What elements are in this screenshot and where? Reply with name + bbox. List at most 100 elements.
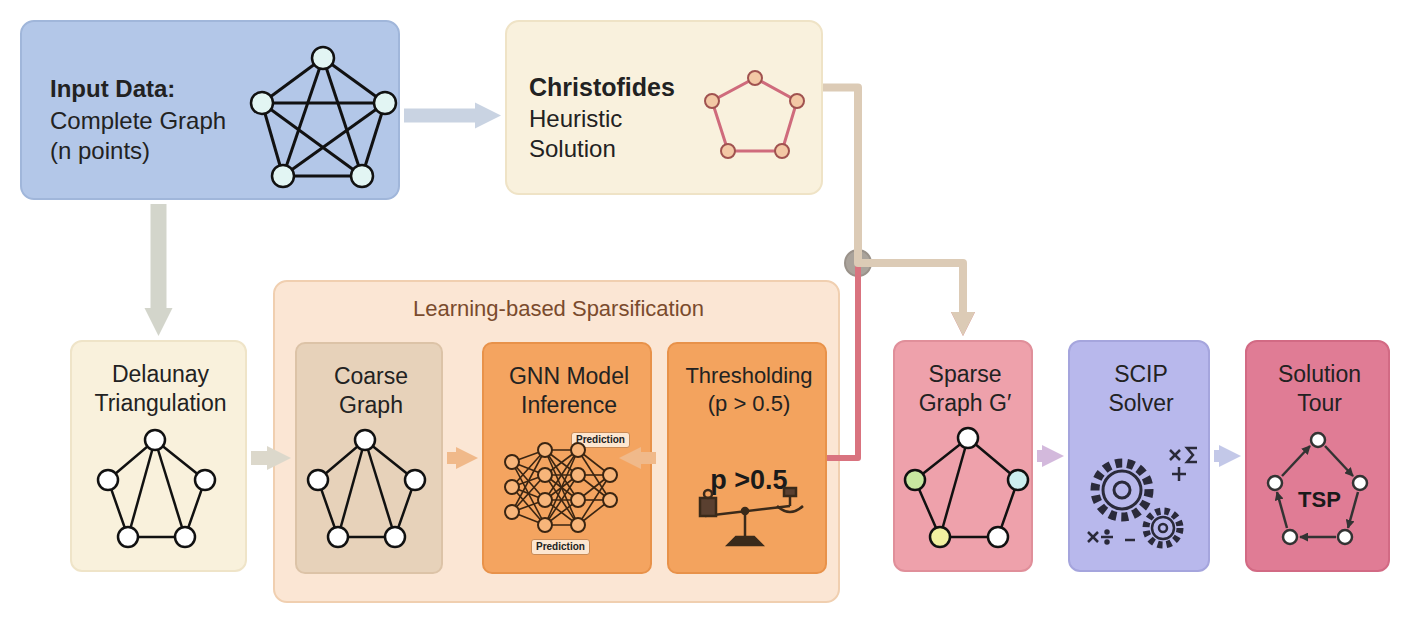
flow-arrow xyxy=(827,263,963,458)
network-neuron xyxy=(538,493,552,507)
icon-part xyxy=(351,165,373,187)
icon-part xyxy=(784,488,796,496)
icon-part xyxy=(338,440,365,537)
network-neuron xyxy=(505,480,519,494)
network-link xyxy=(545,474,578,476)
icon-part xyxy=(1268,476,1282,490)
network-neuron xyxy=(571,493,585,507)
node-detail: TSP xyxy=(1247,486,1392,514)
icon-part xyxy=(362,103,385,176)
network-link xyxy=(578,450,610,475)
icon-part xyxy=(742,508,748,514)
network-link xyxy=(512,487,545,500)
node-label: Input Data: xyxy=(50,74,270,104)
node-detail: Heuristic Solution xyxy=(529,104,659,164)
network-link xyxy=(545,475,578,525)
icon-part xyxy=(262,103,362,176)
icon-part xyxy=(272,165,294,187)
network-link xyxy=(545,499,578,501)
icon-part xyxy=(251,92,273,114)
network-link xyxy=(512,462,545,500)
icon-part xyxy=(308,470,328,490)
sparse-graph-icon xyxy=(905,428,1028,547)
icon-part xyxy=(705,71,804,158)
icon-part xyxy=(195,470,215,490)
network-link xyxy=(512,462,545,475)
network-neuron xyxy=(505,455,519,469)
icon-part xyxy=(1106,541,1109,544)
icon-part xyxy=(323,58,385,103)
icon-part xyxy=(1178,467,1181,481)
network-link xyxy=(545,450,578,525)
icon-part xyxy=(744,512,747,540)
prediction-tag: Prediction xyxy=(571,432,630,448)
process-box: Delaunay Triangulation xyxy=(70,340,247,572)
icon-part xyxy=(1106,531,1109,534)
icon-part xyxy=(940,438,968,537)
icon-part xyxy=(108,440,205,537)
network-neuron xyxy=(571,468,585,482)
icon-part xyxy=(1325,446,1353,476)
network-neuron xyxy=(571,443,585,457)
icon-part xyxy=(128,440,155,537)
icon-part xyxy=(1172,473,1186,476)
node-label: SCIP Solver xyxy=(1090,360,1192,418)
network-link xyxy=(545,450,578,500)
network-link xyxy=(578,500,610,525)
network-link xyxy=(512,462,545,525)
icon-part xyxy=(728,537,762,545)
network-link xyxy=(512,450,545,462)
heuristic-box: ChristofidesHeuristic Solution xyxy=(505,20,823,195)
icon-part xyxy=(1125,539,1135,542)
network-link xyxy=(545,450,578,475)
icon-part xyxy=(308,430,425,547)
icon-part xyxy=(283,58,323,176)
flow-arrow xyxy=(251,451,267,465)
process-box: Sparse Graph G′ xyxy=(893,340,1033,572)
prediction-tag: Prediction xyxy=(531,539,590,555)
node-detail: Complete Graph (n points) xyxy=(50,106,230,166)
gears-icon xyxy=(1088,448,1197,545)
node-label: Learning-based Sparsification xyxy=(275,295,842,323)
node-label: GNN Model Inference xyxy=(494,362,644,420)
icon-part xyxy=(262,58,323,103)
icon-part xyxy=(374,92,396,114)
icon-part xyxy=(1088,532,1098,542)
node-label: Coarse Graph xyxy=(311,362,431,420)
node-label: Christofides xyxy=(529,72,719,103)
network-link xyxy=(512,500,545,512)
icon-part xyxy=(1088,448,1197,544)
input-box: Input Data:Complete Graph (n points) xyxy=(20,20,400,200)
icon-part xyxy=(365,440,395,537)
junction-dot xyxy=(845,250,871,276)
icon-part xyxy=(283,175,362,178)
flow-arrow xyxy=(1037,450,1042,462)
icon-part xyxy=(1095,463,1149,517)
network-link xyxy=(578,475,610,500)
node-label: Solution Tour xyxy=(1257,360,1382,418)
icon-part xyxy=(323,58,362,176)
icon-part xyxy=(700,498,716,516)
network-link xyxy=(578,475,610,500)
network-link xyxy=(578,499,610,501)
network-link xyxy=(512,450,545,512)
icon-part xyxy=(1159,524,1167,532)
icon-part xyxy=(915,438,1018,537)
network-link xyxy=(512,475,545,512)
process-box: Coarse Graph xyxy=(295,342,443,574)
network-link xyxy=(545,475,578,500)
icon-part xyxy=(1170,450,1180,460)
node-detail: p >0.5 xyxy=(669,464,829,498)
icon-part xyxy=(1152,517,1174,539)
network-link xyxy=(512,487,545,525)
complete-graph-icon xyxy=(251,47,396,187)
icon-part xyxy=(1338,530,1352,544)
network-link xyxy=(512,512,545,525)
network-link xyxy=(545,475,578,525)
icon-part xyxy=(98,430,215,547)
icon-part xyxy=(1114,482,1130,498)
group-band: Learning-based SparsificationCoarse Grap… xyxy=(273,280,840,603)
icon-part xyxy=(1170,450,1180,460)
node-label: Delaunay Triangulation xyxy=(72,360,249,418)
icon-part xyxy=(1311,433,1325,447)
